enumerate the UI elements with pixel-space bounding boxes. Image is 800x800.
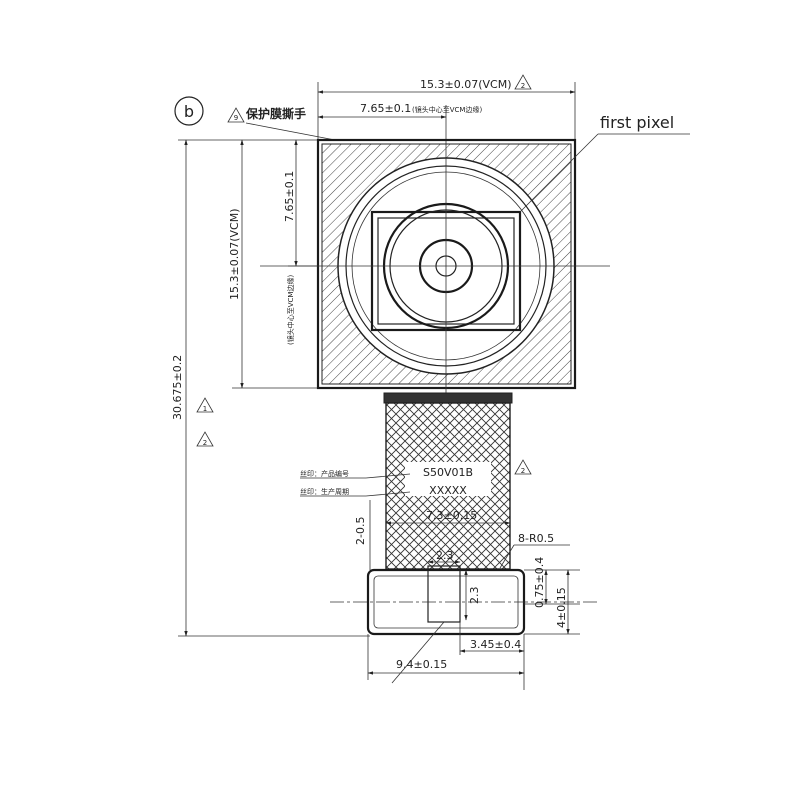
svg-text:9.4±0.15: 9.4±0.15 [396, 658, 447, 671]
svg-text:保护膜撕手: 保护膜撕手 [245, 106, 306, 121]
view-label: b [184, 102, 194, 121]
svg-text:丝印：生产周期: 丝印：生产周期 [300, 487, 349, 496]
dim-vcm-height: 15.3±0.07(VCM) [228, 139, 244, 389]
protective-film-label: 9 保护膜撕手 [227, 106, 336, 141]
svg-text:2: 2 [203, 439, 207, 447]
first-pixel-callout: first pixel [519, 113, 690, 213]
dim-total-height: 30.675±0.2 1 2 [171, 139, 214, 637]
svg-text:3.45±0.4: 3.45±0.4 [470, 638, 521, 651]
ref-triangle: 2 [514, 459, 532, 475]
dim-connector-c: 3.45±0.4 [459, 638, 525, 653]
svg-text:0.75±0.4: 0.75±0.4 [533, 557, 546, 608]
dim-total-width: 15.3±0.07(VCM) 2 [317, 74, 576, 94]
svg-text:2: 2 [521, 467, 525, 475]
fpc-strip: S50V01B XXXXX [383, 392, 513, 570]
dim-half-height: 7.65±0.1 (镜头中心至VCM边缘) [283, 139, 298, 345]
dim-half-width: 7.65±0.1 (镜头中心至VCM边缘) [317, 102, 482, 119]
svg-text:1: 1 [203, 405, 207, 413]
dim-pad-height: 2.3 [464, 569, 481, 621]
svg-text:8-R0.5: 8-R0.5 [518, 532, 554, 545]
svg-text:15.3±0.07(VCM): 15.3±0.07(VCM) [420, 78, 511, 91]
svg-text:9: 9 [234, 114, 238, 122]
center-lines [260, 150, 610, 400]
svg-text:2: 2 [521, 82, 525, 90]
dim-connector-d: 9.4±0.15 [367, 621, 525, 684]
view-label-marker: b [174, 96, 204, 126]
svg-text:7.65±0.1: 7.65±0.1 [360, 102, 411, 115]
svg-text:(镜头中心至VCM边缘): (镜头中心至VCM边缘) [412, 105, 482, 114]
svg-text:7.3±0.15: 7.3±0.15 [426, 509, 477, 522]
fpc-silkscreen-notes: 丝印：产品编号 丝印：生产周期 [300, 469, 411, 497]
svg-text:2.3: 2.3 [436, 549, 454, 562]
svg-text:30.675±0.2: 30.675±0.2 [171, 355, 184, 420]
fpc-date-code: XXXXX [429, 484, 467, 497]
svg-text:丝印：产品编号: 丝印：产品编号 [300, 469, 349, 478]
vcm-housing [316, 138, 577, 390]
dim-pad-width: 2.3 [427, 549, 461, 564]
dim-fpc-gap: 2-0.5 [354, 500, 371, 570]
svg-text:15.3±0.07(VCM): 15.3±0.07(VCM) [228, 209, 241, 300]
dim-radius: 8-R0.5 [499, 532, 570, 569]
ref-triangle: 2 [514, 74, 532, 90]
svg-text:7.65±0.1: 7.65±0.1 [283, 171, 296, 222]
svg-text:first pixel: first pixel [600, 113, 674, 132]
svg-text:(镜头中心至VCM边缘): (镜头中心至VCM边缘) [286, 275, 295, 345]
connector [366, 565, 526, 636]
dim-fpc-width: 7.3±0.15 [385, 509, 511, 525]
fpc-part-number: S50V01B [423, 466, 473, 479]
svg-text:2-0.5: 2-0.5 [354, 517, 367, 545]
ref-triangle: 1 2 [196, 397, 214, 447]
svg-text:2.3: 2.3 [468, 587, 481, 605]
svg-text:4±0.15: 4±0.15 [555, 587, 568, 628]
dim-connector-a: 0.75±0.4 [533, 557, 548, 608]
